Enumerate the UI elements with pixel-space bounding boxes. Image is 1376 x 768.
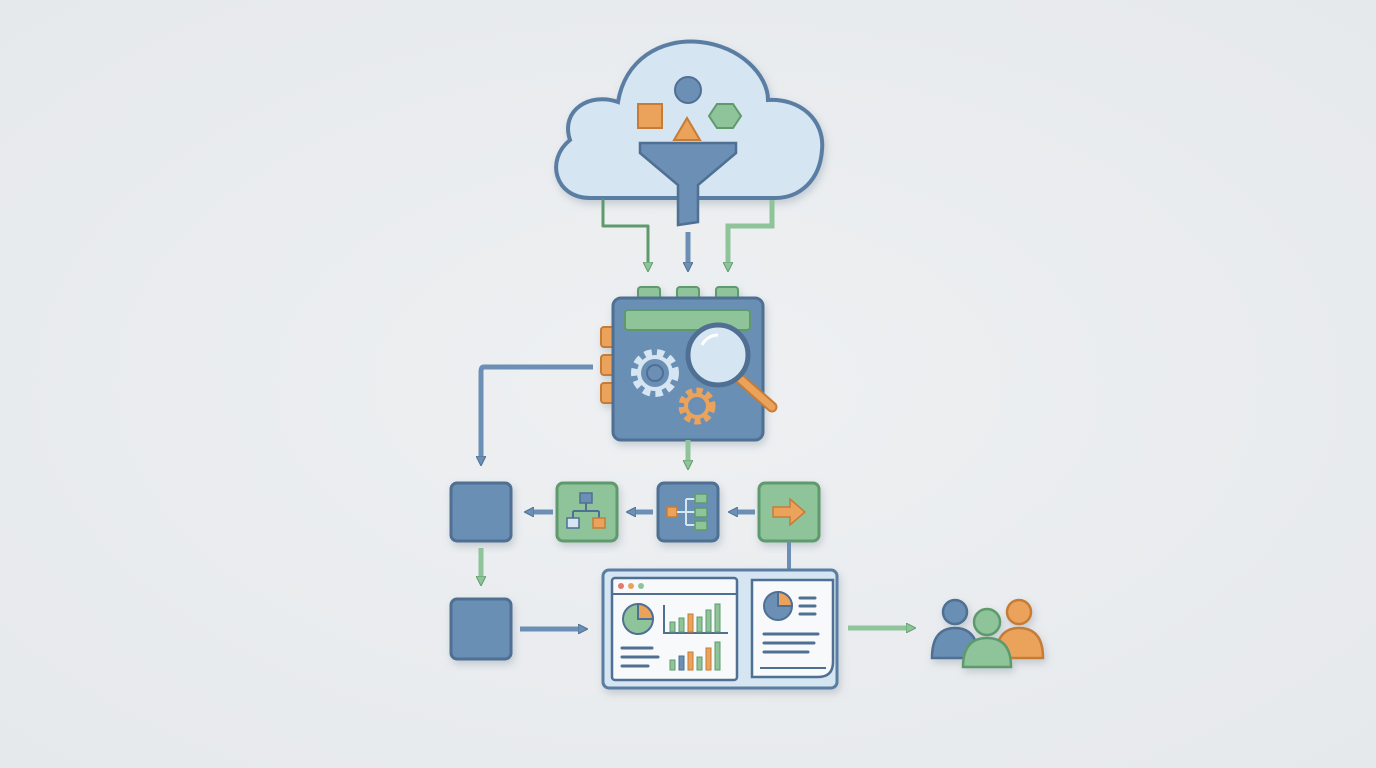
window-dot-orange [628, 583, 634, 589]
window-dot-red [618, 583, 624, 589]
triangle-shape [672, 116, 702, 141]
users-icon [930, 598, 1045, 669]
branch-icon [666, 493, 708, 531]
node-square-bottom [449, 597, 513, 661]
gear-icon [678, 387, 716, 425]
hierarchy-icon [566, 492, 606, 529]
document-icon [750, 578, 835, 679]
hexagon-shape [707, 103, 743, 129]
arrow-right-icon [772, 497, 807, 527]
magnifier-icon [685, 322, 778, 413]
bar-chart-icon [669, 641, 721, 671]
funnel-icon [638, 141, 738, 227]
bar-chart-icon [663, 603, 728, 634]
arrow-processor-left [481, 364, 593, 462]
gear-icon [631, 349, 679, 397]
window-dot-green [638, 583, 644, 589]
circle-shape [674, 76, 702, 104]
node-square [449, 481, 513, 543]
text-lines [620, 646, 660, 668]
square-shape [637, 103, 663, 129]
arrow-cloud-right [728, 200, 775, 268]
pie-chart-icon [622, 602, 655, 635]
arrow-cloud-left [601, 198, 648, 268]
